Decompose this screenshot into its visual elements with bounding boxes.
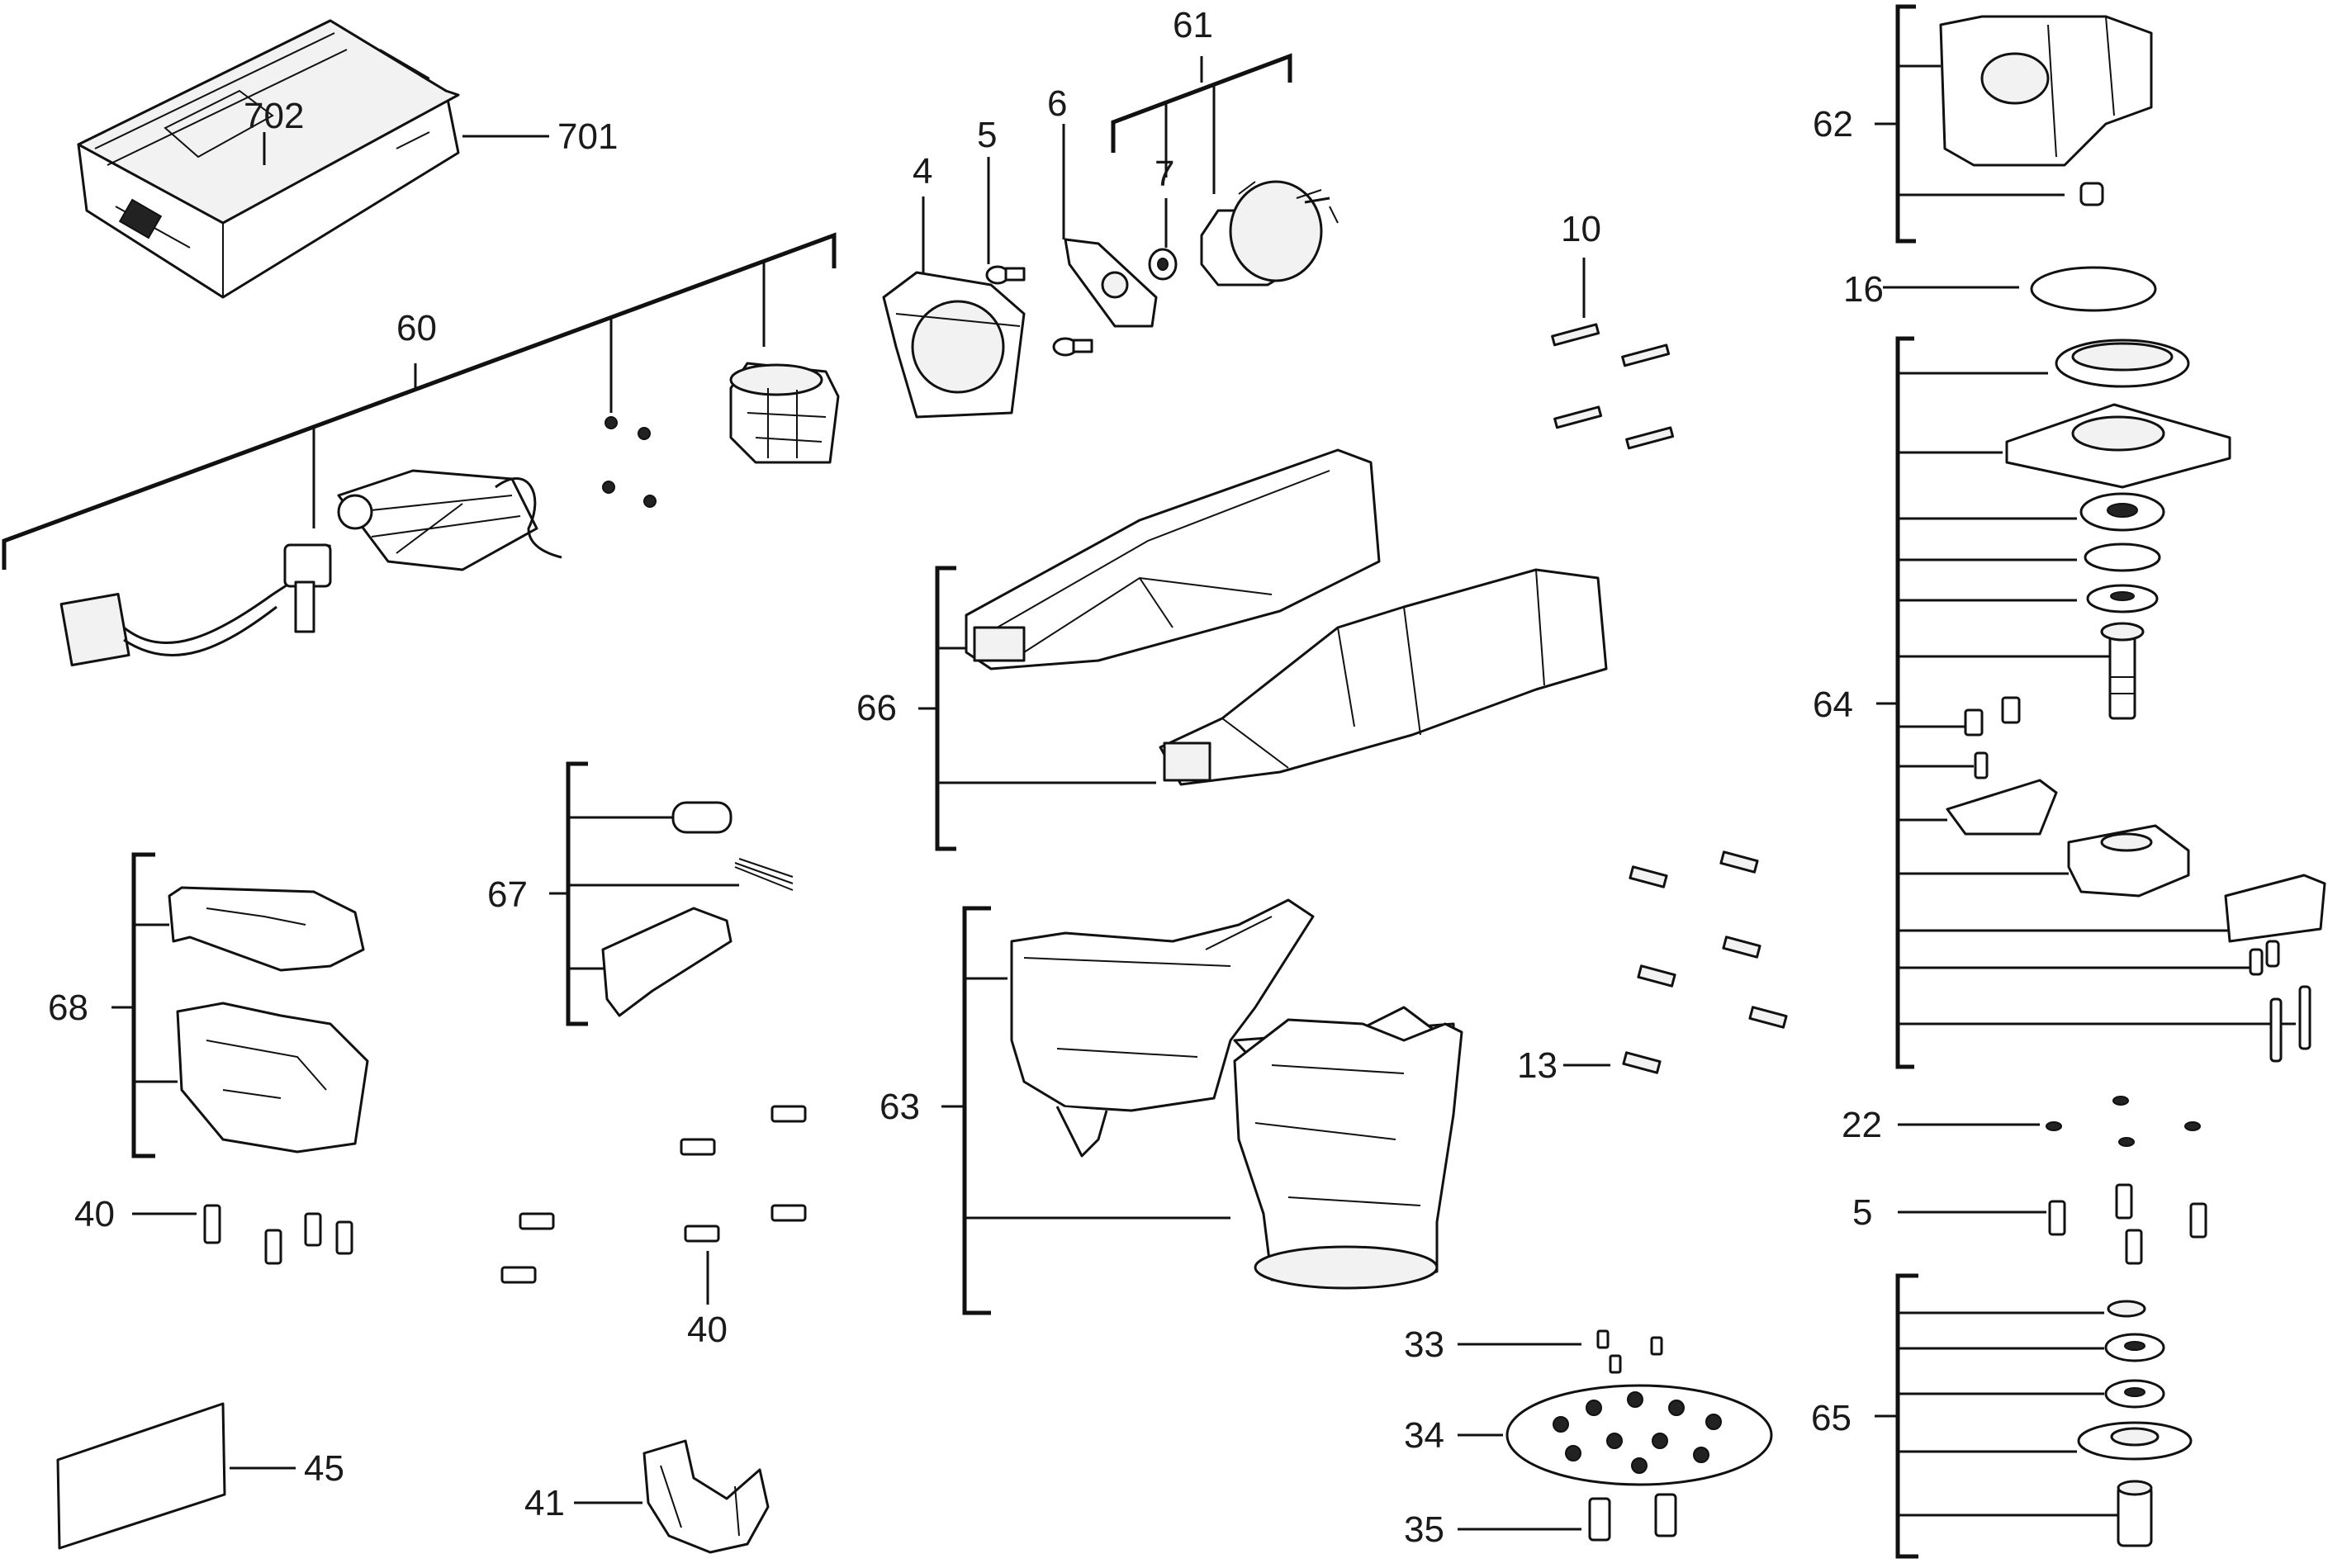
- motor-stator: [729, 362, 840, 464]
- callout-34: 34: [1404, 1415, 1444, 1456]
- part-6-plate: [1052, 238, 1158, 357]
- callout-41: 41: [524, 1483, 565, 1523]
- callout-45: 45: [304, 1448, 344, 1489]
- bracket-61: [1111, 53, 1292, 153]
- leaders-64: [1898, 372, 2296, 1026]
- screws-10: [1551, 323, 1675, 450]
- nuts-22: [2046, 1096, 2201, 1147]
- bracket-62: [1895, 4, 1916, 244]
- callout-6: 6: [1047, 83, 1067, 124]
- callout-40-bottom: 40: [687, 1310, 728, 1350]
- callout-13: 13: [1517, 1045, 1558, 1086]
- screws-40-left: [203, 1204, 353, 1265]
- callout-16: 16: [1843, 269, 1884, 310]
- callout-67: 67: [487, 874, 528, 915]
- callout-40-left: 40: [74, 1194, 115, 1234]
- bracket-66: [935, 566, 956, 851]
- callout-62: 62: [1813, 104, 1853, 144]
- cover-68: [168, 886, 369, 1153]
- callout-702: 702: [244, 96, 304, 136]
- callout-61: 61: [1173, 5, 1213, 45]
- parts-64: [1946, 339, 2326, 1063]
- bolts-35: [1588, 1493, 1677, 1542]
- o-ring-16: [2030, 266, 2157, 312]
- parts-65: [2077, 1300, 2193, 1547]
- pad-housing-63: [1233, 1018, 1463, 1290]
- carry-case: [77, 19, 460, 299]
- wiring-harness: [59, 469, 562, 667]
- callout-5-bottom: 5: [1852, 1192, 1872, 1233]
- callout-64: 64: [1813, 685, 1853, 725]
- callout-701: 701: [557, 116, 618, 157]
- callout-63: 63: [880, 1087, 920, 1127]
- callout-33: 33: [1404, 1324, 1444, 1365]
- callout-35: 35: [1404, 1509, 1444, 1550]
- callout-4: 4: [913, 151, 932, 192]
- callout-5-top: 5: [977, 115, 997, 155]
- bracket-64: [1895, 336, 1914, 1069]
- bracket-68: [131, 852, 155, 1158]
- sanding-pad-34: [1505, 1384, 1773, 1486]
- screws-40-center: [500, 1105, 807, 1284]
- bracket-60: [2, 232, 837, 570]
- screws-5: [2048, 1183, 2207, 1265]
- callout-22: 22: [1842, 1105, 1882, 1145]
- callout-68: 68: [48, 988, 88, 1028]
- screws-60: [602, 416, 657, 508]
- gear-housing-62: [1939, 15, 2153, 206]
- part-61-armature: [1200, 180, 1339, 287]
- part-7-bearing: [1148, 248, 1178, 281]
- belt-clip-41: [642, 1439, 770, 1554]
- callout-60: 60: [396, 308, 437, 348]
- callout-65: 65: [1811, 1398, 1851, 1438]
- housing-half-left: [965, 448, 1381, 670]
- callout-7: 7: [1155, 154, 1174, 194]
- screws-13: [1622, 850, 1788, 1074]
- part-5-screw: [985, 265, 1026, 285]
- manual-45: [56, 1402, 226, 1550]
- callout-66: 66: [856, 688, 897, 728]
- callout-10: 10: [1561, 209, 1601, 249]
- screws-33: [1596, 1329, 1663, 1374]
- leaders-65: [1898, 1311, 2118, 1517]
- housing-half-right: [1159, 568, 1608, 786]
- switch-parts-67: [601, 801, 794, 1017]
- bracket-67: [566, 761, 588, 1026]
- part-4-housing-ring: [882, 271, 1026, 419]
- bracket-63: [962, 906, 991, 1315]
